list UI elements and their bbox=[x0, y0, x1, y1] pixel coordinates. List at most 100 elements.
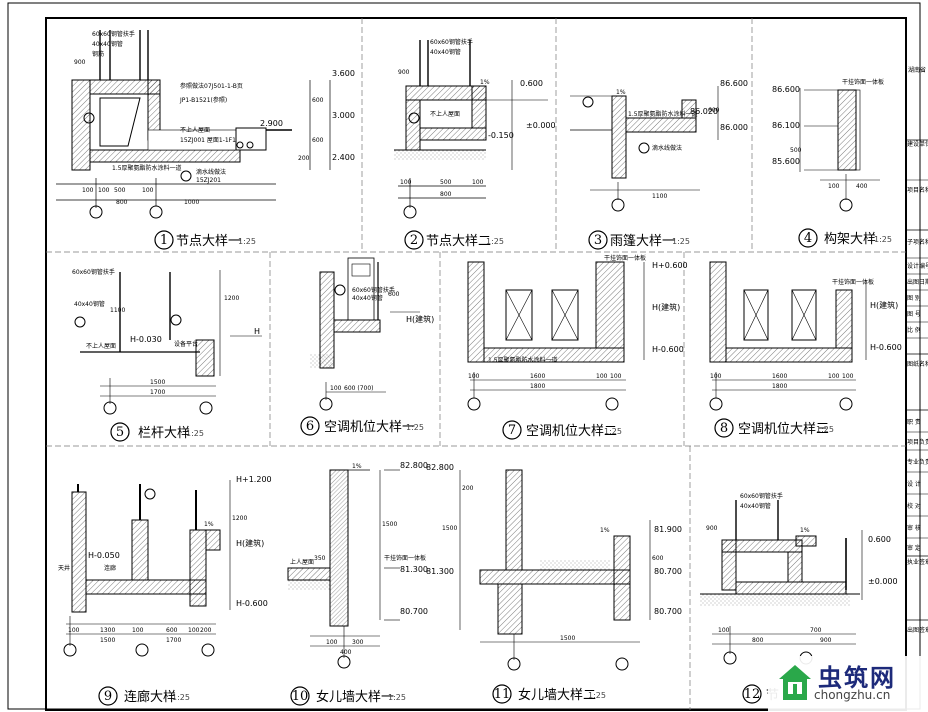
detail-number: 3 bbox=[594, 233, 602, 248]
tb-field: 图 别 bbox=[907, 294, 921, 302]
note: 1% bbox=[480, 79, 490, 86]
note: 1% bbox=[800, 527, 810, 534]
detail-title: 构架大样 bbox=[824, 232, 876, 247]
dim: 600 bbox=[312, 137, 324, 144]
note: 15ZJ001 屋面1-1F1 bbox=[180, 137, 236, 144]
detail-2: 60x60钢管扶手 40x40钢管 1% 不上人屋面 0.600 ±0.000 … bbox=[394, 38, 556, 219]
detail-number: 4 bbox=[804, 231, 812, 246]
note: 60x60钢管扶手 bbox=[740, 492, 783, 500]
tb-field: 图 号 bbox=[907, 311, 921, 318]
detail-scale: 1:25 bbox=[672, 237, 690, 246]
dim: 100 bbox=[472, 179, 484, 186]
note: 40x40钢管 bbox=[430, 48, 461, 56]
tb-field: 设计编号 bbox=[907, 262, 928, 270]
dim: 100 bbox=[710, 373, 722, 380]
tb-field: 项目负责人 bbox=[907, 438, 928, 446]
tb-field: 执业签章 bbox=[907, 558, 928, 566]
detail-scale: 1:25 bbox=[486, 237, 504, 246]
tb-field: 图纸名称 bbox=[907, 360, 928, 368]
dim: 600 bbox=[166, 627, 178, 634]
note: 干挂饰面一体板 bbox=[832, 278, 874, 286]
dim: 100 bbox=[326, 639, 338, 646]
elevation: H(建筑) bbox=[652, 302, 680, 312]
elevation: 81.900 bbox=[654, 525, 682, 534]
detail-1-caption: 1 节点大样一 1:25 bbox=[154, 230, 256, 250]
dim: 100 bbox=[82, 187, 94, 194]
detail-title: 连廊大样 bbox=[124, 689, 176, 705]
note: 上人屋面 bbox=[290, 558, 314, 566]
dim: 100 bbox=[468, 373, 480, 380]
elevation: H(建筑) bbox=[236, 538, 264, 548]
dim: 1500 bbox=[442, 525, 457, 532]
elevation: H+0.600 bbox=[652, 261, 688, 270]
dim: 600 bbox=[312, 97, 324, 104]
note: 60x60钢管扶手 bbox=[72, 268, 115, 276]
elevation: H-0.600 bbox=[870, 343, 902, 352]
detail-number: 9 bbox=[104, 689, 112, 704]
elevation: H bbox=[254, 327, 260, 336]
note: 设备平台 bbox=[174, 340, 198, 348]
company-name: 湖南省 bbox=[908, 66, 926, 74]
elevation: 86.000 bbox=[720, 123, 748, 132]
elevation: 81.300 bbox=[426, 567, 454, 576]
detail-scale: 1:25 bbox=[172, 693, 190, 702]
elevation: 0.600 bbox=[868, 535, 891, 544]
detail-number: 11 bbox=[494, 687, 511, 702]
tb-field: 项目名称 bbox=[907, 186, 928, 194]
dim: 400 bbox=[340, 649, 352, 656]
dim: 100 bbox=[68, 627, 80, 634]
dim: 1500 bbox=[150, 379, 165, 386]
dim: 600 (700) bbox=[344, 385, 374, 392]
dim: 800 bbox=[752, 637, 764, 644]
detail-scale: 1:25 bbox=[604, 427, 622, 436]
note: 40x40钢管 bbox=[92, 40, 123, 48]
dim: 1200 bbox=[224, 295, 239, 302]
dim: 600 bbox=[388, 291, 400, 298]
dim: 200 bbox=[298, 155, 310, 162]
detail-number: 1 bbox=[160, 233, 168, 248]
detail-8: 干挂饰面一体板 H(建筑) H-0.600 100 1600 1800 100 … bbox=[709, 261, 902, 411]
dim: 200 bbox=[462, 485, 474, 492]
note: 干挂饰面一体板 bbox=[604, 254, 646, 262]
note: 1% bbox=[616, 89, 626, 96]
detail-number: 8 bbox=[720, 421, 728, 436]
detail-11: 1% 82.800 81.900 81.300 80.700 80.700 20… bbox=[426, 463, 682, 671]
dim: 100 bbox=[188, 627, 200, 634]
note: 1.5厚聚氨酯防水涂料一道 bbox=[628, 110, 698, 118]
dim: 200 bbox=[200, 627, 212, 634]
elevation: 80.700 bbox=[400, 607, 428, 616]
elevation: ±0.000 bbox=[868, 577, 898, 586]
detail-12: 60x60钢管扶手 40x40钢管 1% 0.600 ±0.000 900 80… bbox=[700, 492, 898, 665]
detail-4-caption: 4 构架大样 1:25 bbox=[798, 228, 892, 248]
detail-5-caption: 5 栏杆大样 1:25 bbox=[110, 422, 204, 442]
detail-title: 栏杆大样 bbox=[138, 426, 190, 441]
dim: 1500 bbox=[382, 521, 397, 528]
detail-title: 雨篷大样一 bbox=[610, 234, 675, 249]
detail-number: 6 bbox=[306, 419, 314, 434]
dim: 100 bbox=[400, 179, 412, 186]
detail-title: 女儿墙大样二 bbox=[518, 687, 596, 703]
detail-title: 节点大样一 bbox=[176, 234, 241, 249]
note: 滴水线做法 bbox=[196, 168, 226, 176]
dim: 1700 bbox=[166, 637, 181, 644]
note: 干挂饰面一体板 bbox=[842, 78, 884, 86]
elevation: 2.400 bbox=[332, 153, 355, 162]
detail-scale: 1:25 bbox=[816, 425, 834, 434]
dim: 1300 bbox=[100, 627, 115, 634]
dim: 100 bbox=[828, 183, 840, 190]
dim: 1600 bbox=[530, 373, 545, 380]
elevation: 0.600 bbox=[520, 79, 543, 88]
note: 60x60钢管扶手 bbox=[352, 286, 395, 294]
note: 40x40钢管 bbox=[352, 294, 383, 302]
elevation: H(建筑) bbox=[406, 314, 434, 324]
dim: 1500 bbox=[100, 637, 115, 644]
dim: 1100 bbox=[652, 193, 667, 200]
elevation: H-0.600 bbox=[652, 345, 684, 354]
detail-6: 60x60钢管扶手 40x40钢管 H(建筑) 600 600 (700) 10… bbox=[310, 257, 434, 411]
elevation: 3.000 bbox=[332, 111, 355, 120]
detail-title: 女儿墙大样一 bbox=[316, 689, 394, 705]
title-block: 湖南省 建设单位 项目名称 子项名称 设计编号 出图日期 图 别 图 号 比 例… bbox=[906, 66, 928, 634]
tb-field: 比 例 bbox=[907, 326, 921, 334]
tb-field: 设 计 bbox=[907, 480, 921, 488]
